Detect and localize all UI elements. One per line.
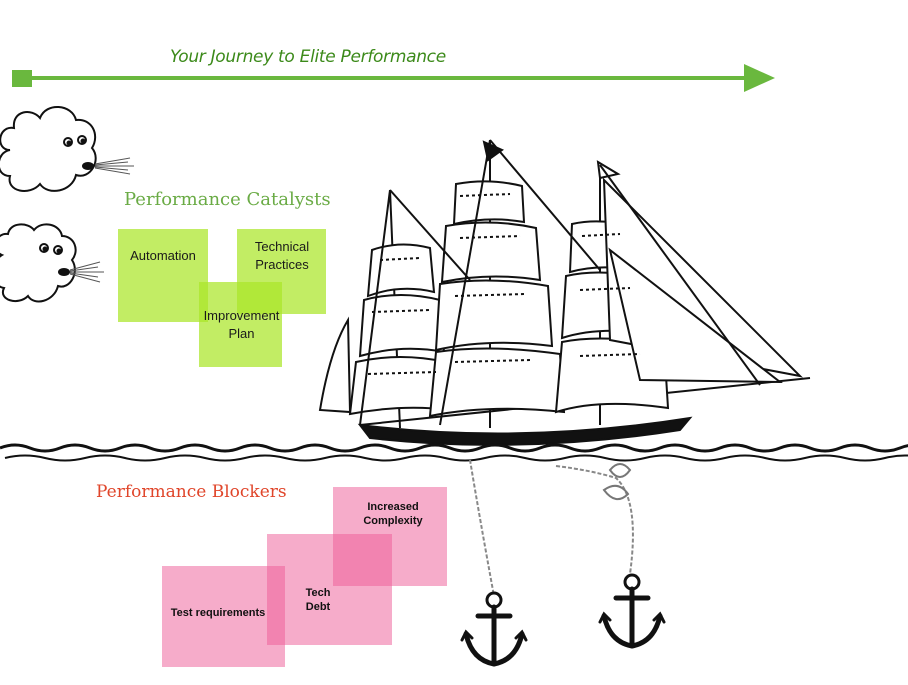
catalysts-title: Performance Catalysts [124,189,331,210]
anchor-rope [469,459,634,597]
blocker-label-test-requirements: Test requirements [170,607,266,619]
catalyst-box-improvement-plan [199,282,282,367]
anchor-icon [460,591,528,667]
blocker-label-increased-complexity: Increased Complexity [363,501,423,527]
ship-icon [318,139,811,446]
catalyst-box-automation [118,229,208,322]
journey-arrow [12,64,775,92]
blocker-box-test-requirements [162,566,285,667]
catalyst-label-technical-practices: Technical Practices [254,239,310,272]
wind-cloud-icon [0,106,134,192]
wind-cloud-icon [0,223,104,303]
blockers-title: Performance Blockers [96,482,287,502]
catalyst-label-automation: Automation [130,248,196,263]
rope-knot-icon [602,463,632,501]
anchor-icon [598,573,666,649]
journey-title: Your Journey to Elite Performance [170,47,446,67]
catalyst-label-improvement-plan: Improvement Plan [203,308,280,341]
blocker-label-tech-debt: Tech Debt [305,587,331,613]
blocker-box-tech-debt [267,534,392,645]
sea-waves-icon [0,443,908,462]
